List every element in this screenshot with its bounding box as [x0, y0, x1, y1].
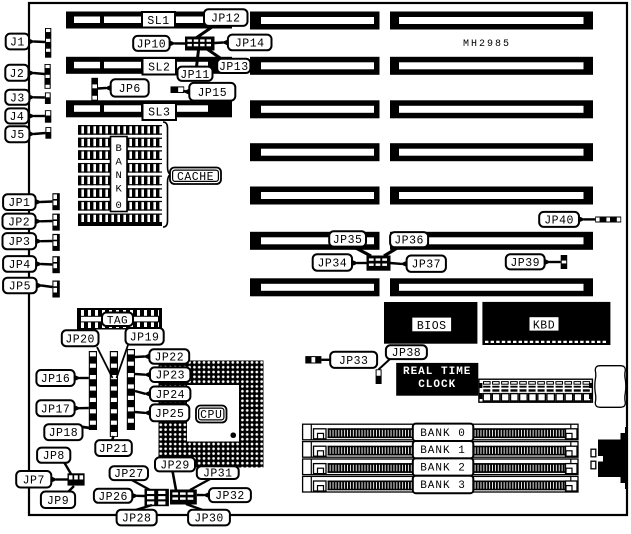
- svg-text:JP21: JP21: [99, 443, 129, 456]
- svg-text:A: A: [116, 157, 123, 169]
- svg-text:JP7: JP7: [23, 474, 45, 487]
- svg-text:0: 0: [116, 200, 122, 212]
- svg-text:J5: J5: [10, 129, 25, 142]
- svg-text:CACHE: CACHE: [177, 171, 214, 184]
- svg-text:JP4: JP4: [8, 259, 30, 272]
- svg-text:J1: J1: [10, 37, 25, 50]
- svg-text:SL1: SL1: [147, 15, 169, 28]
- svg-text:SL3: SL3: [148, 107, 170, 120]
- svg-text:JP18: JP18: [49, 427, 79, 440]
- svg-text:JP33: JP33: [339, 355, 369, 368]
- svg-text:MH2985: MH2985: [463, 39, 511, 50]
- svg-text:JP31: JP31: [203, 468, 233, 481]
- svg-text:JP15: JP15: [197, 87, 227, 100]
- svg-text:JP16: JP16: [41, 373, 71, 386]
- svg-text:SL2: SL2: [148, 61, 170, 74]
- svg-text:JP32: JP32: [215, 490, 245, 503]
- svg-text:JP23: JP23: [155, 370, 185, 383]
- svg-text:BANK 3: BANK 3: [420, 480, 466, 492]
- svg-text:CLOCK: CLOCK: [418, 379, 456, 391]
- svg-text:JP35: JP35: [333, 234, 363, 247]
- svg-text:CPU: CPU: [200, 409, 222, 422]
- svg-text:JP6: JP6: [119, 83, 141, 96]
- svg-text:JP30: JP30: [194, 513, 224, 526]
- svg-text:JP1: JP1: [8, 197, 30, 210]
- svg-text:REAL TIME: REAL TIME: [403, 366, 471, 378]
- svg-text:JP24: JP24: [155, 389, 185, 402]
- svg-text:JP27: JP27: [114, 468, 144, 481]
- svg-text:JP28: JP28: [122, 513, 152, 526]
- svg-text:JP3: JP3: [8, 236, 30, 249]
- svg-text:JP40: JP40: [544, 214, 574, 227]
- svg-text:JP29: JP29: [160, 459, 190, 472]
- svg-text:JP13: JP13: [219, 61, 249, 74]
- svg-text:JP36: JP36: [394, 235, 424, 248]
- svg-text:JP10: JP10: [137, 38, 167, 51]
- svg-text:JP14: JP14: [235, 37, 265, 50]
- svg-text:JP37: JP37: [411, 259, 441, 272]
- svg-text:JP11: JP11: [180, 69, 210, 82]
- svg-text:JP38: JP38: [392, 347, 422, 360]
- svg-text:B: B: [116, 143, 122, 155]
- svg-text:JP2: JP2: [8, 216, 30, 229]
- svg-text:JP9: JP9: [47, 495, 69, 508]
- svg-text:J4: J4: [9, 111, 24, 124]
- svg-text:JP39: JP39: [510, 257, 540, 270]
- svg-text:JP22: JP22: [154, 352, 184, 365]
- svg-text:JP34: JP34: [318, 257, 348, 270]
- svg-text:JP25: JP25: [155, 408, 185, 421]
- svg-text:BANK 2: BANK 2: [420, 463, 466, 475]
- svg-text:JP12: JP12: [211, 13, 241, 26]
- svg-text:JP20: JP20: [65, 333, 95, 346]
- svg-text:JP17: JP17: [41, 403, 71, 416]
- svg-text:J2: J2: [9, 68, 24, 81]
- svg-text:BIOS: BIOS: [417, 320, 447, 333]
- svg-text:JP8: JP8: [43, 450, 65, 463]
- svg-text:K: K: [116, 184, 123, 196]
- svg-text:JP26: JP26: [98, 491, 128, 504]
- svg-text:BANK 1: BANK 1: [420, 445, 466, 457]
- svg-text:BANK 0: BANK 0: [420, 428, 466, 440]
- svg-text:KBD: KBD: [533, 319, 555, 332]
- svg-text:N: N: [116, 170, 122, 182]
- svg-text:JP19: JP19: [130, 331, 160, 344]
- svg-text:JP5: JP5: [9, 280, 31, 293]
- svg-text:J3: J3: [10, 92, 25, 105]
- svg-text:TAG: TAG: [107, 315, 128, 327]
